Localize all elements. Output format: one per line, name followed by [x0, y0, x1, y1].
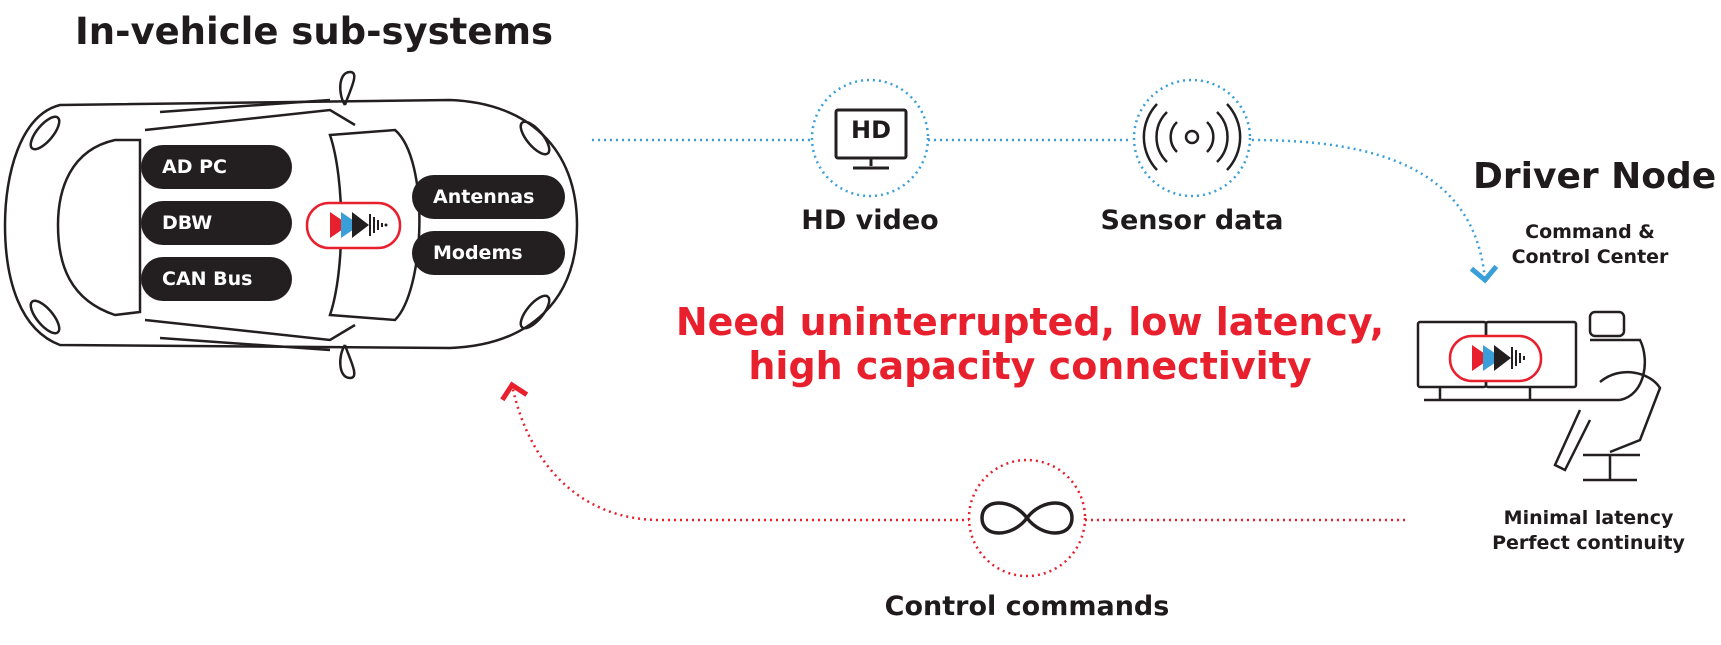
module-pill: Modems — [412, 231, 565, 275]
logo-badge-icon — [1448, 334, 1543, 383]
subtitle-line-1: Command & — [1525, 221, 1655, 243]
subtitle-line-2: Control Center — [1511, 246, 1669, 268]
headline-line-1: Need uninterrupted, low latency, — [675, 300, 1385, 344]
driver-node-title: Driver Node — [1473, 156, 1717, 197]
headline-line-2: high capacity connectivity — [748, 344, 1312, 388]
infinity-icon — [967, 458, 1087, 578]
hd-monitor-icon — [810, 78, 930, 198]
uplink-connector — [592, 138, 1499, 284]
sensor-signal-icon — [1132, 78, 1252, 198]
car-icon — [3, 70, 579, 380]
driver-node-caption: Minimal latency Perfect continuity — [1476, 506, 1701, 556]
module-label: Antennas — [433, 186, 535, 208]
caption-line-1: Minimal latency — [1503, 507, 1674, 529]
vehicle-title: In-vehicle sub-systems — [75, 10, 554, 53]
caption-line-2: Perfect continuity — [1492, 532, 1685, 554]
driver-node-subtitle: Command & Control Center — [1485, 220, 1695, 270]
module-label: DBW — [162, 212, 213, 234]
operator-station-icon — [1416, 310, 1662, 482]
hd-icon-text: HD — [850, 116, 891, 144]
downlink-connector — [500, 381, 1405, 522]
module-label: CAN Bus — [162, 268, 253, 290]
module-pill: DBW — [141, 201, 292, 245]
module-pill: Antennas — [412, 175, 565, 219]
module-pill: AD PC — [141, 145, 292, 189]
headline: Need uninterrupted, low latency, high ca… — [660, 300, 1400, 388]
control-commands-label: Control commands — [884, 591, 1170, 622]
module-label: Modems — [433, 242, 523, 264]
logo-badge-icon — [305, 201, 402, 250]
sensor-data-label: Sensor data — [1100, 205, 1284, 236]
module-pill: CAN Bus — [141, 257, 292, 301]
hd-video-label: HD video — [801, 205, 939, 236]
module-label: AD PC — [162, 156, 227, 178]
